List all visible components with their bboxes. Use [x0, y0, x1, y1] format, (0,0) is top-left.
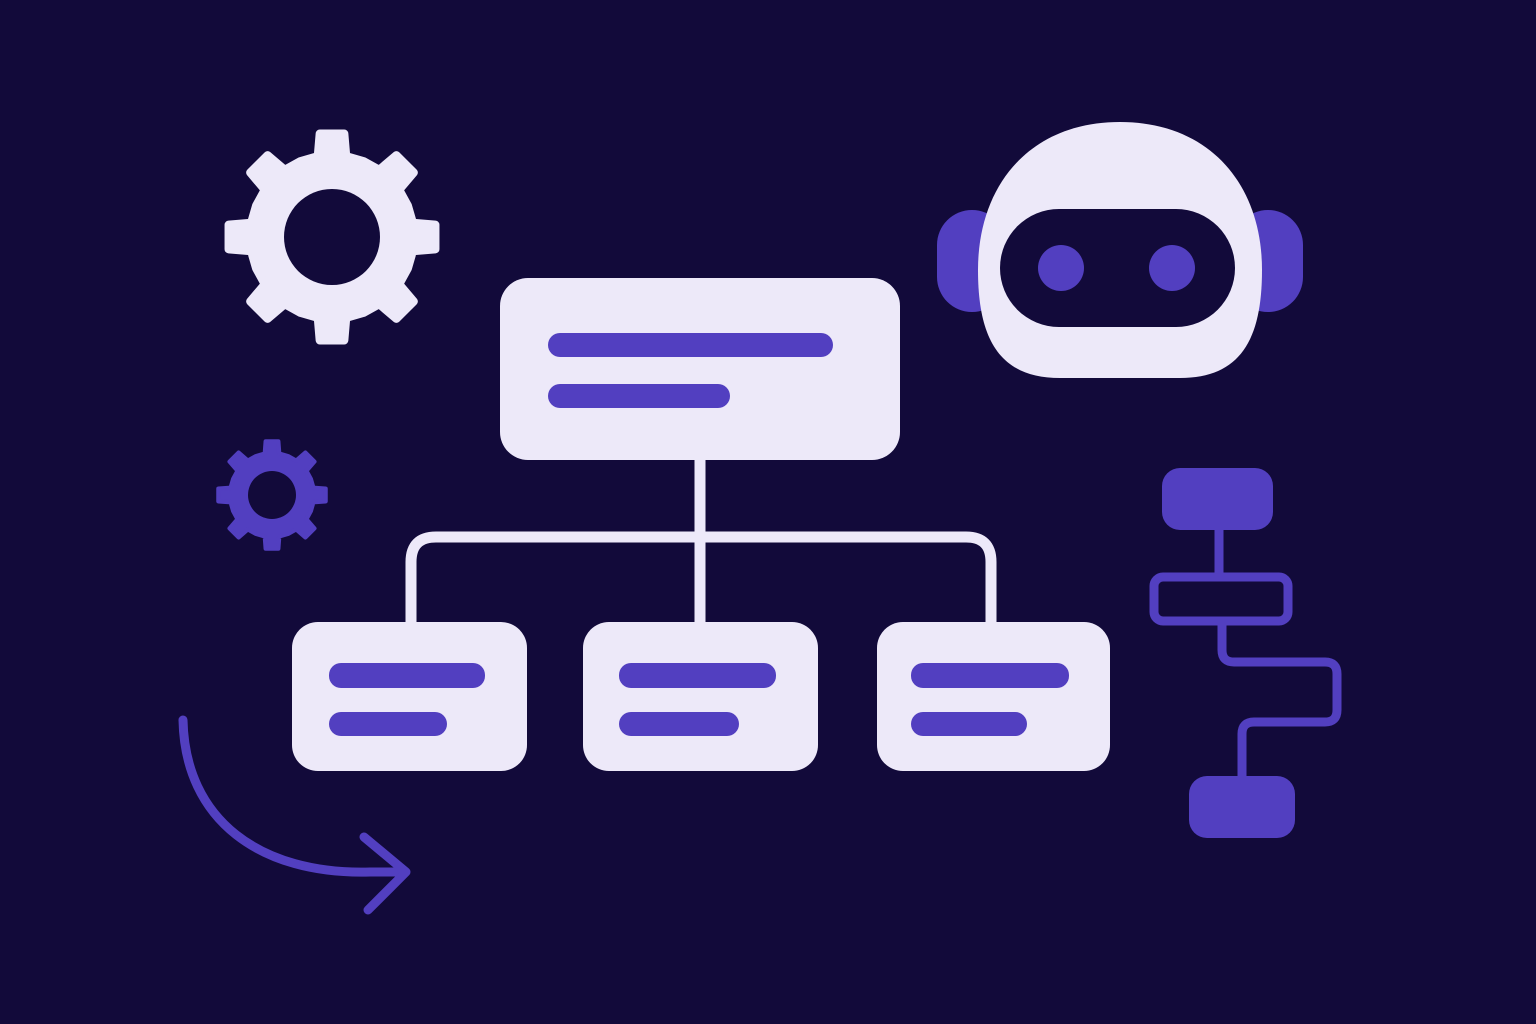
hierarchy-diagram: [292, 278, 1110, 771]
robot-eye-right: [1149, 245, 1195, 291]
child-node-card[interactable]: [292, 622, 527, 771]
child-node-card[interactable]: [583, 622, 818, 771]
child-node-line-1: [911, 663, 1069, 688]
child-node-line-2: [329, 712, 447, 736]
arrow-shaft: [178, 715, 409, 877]
arrow-head: [359, 832, 411, 915]
small-gear-icon: [216, 439, 328, 551]
flow-start-box: [1162, 468, 1273, 530]
root-node-line-2: [548, 384, 730, 408]
gear-hole: [248, 471, 296, 519]
flow-line-2: [1217, 620, 1342, 780]
connector-horizontal-branch: [405, 531, 997, 624]
child-node-3: [877, 622, 1110, 771]
root-node: [500, 278, 900, 460]
child-node-line-1: [329, 663, 485, 688]
flowchart-icon: [1149, 468, 1342, 838]
root-node-card[interactable]: [500, 278, 900, 460]
robot-head-icon: [937, 122, 1303, 378]
child-node-line-1: [619, 663, 776, 688]
large-gear-icon: [224, 129, 440, 345]
flow-end-box: [1189, 776, 1295, 838]
child-node-line-2: [911, 712, 1027, 736]
child-node-card[interactable]: [877, 622, 1110, 771]
root-node-line-1: [548, 333, 833, 357]
child-node-1: [292, 622, 527, 771]
gear-hole: [284, 189, 380, 285]
robot-visor: [1000, 209, 1235, 327]
flow-decision-box: [1149, 572, 1293, 626]
curved-arrow-icon: [178, 715, 411, 915]
child-node-2: [583, 622, 818, 771]
connector-lines: [405, 458, 997, 624]
child-node-line-2: [619, 712, 739, 736]
robot-eye-left: [1038, 245, 1084, 291]
